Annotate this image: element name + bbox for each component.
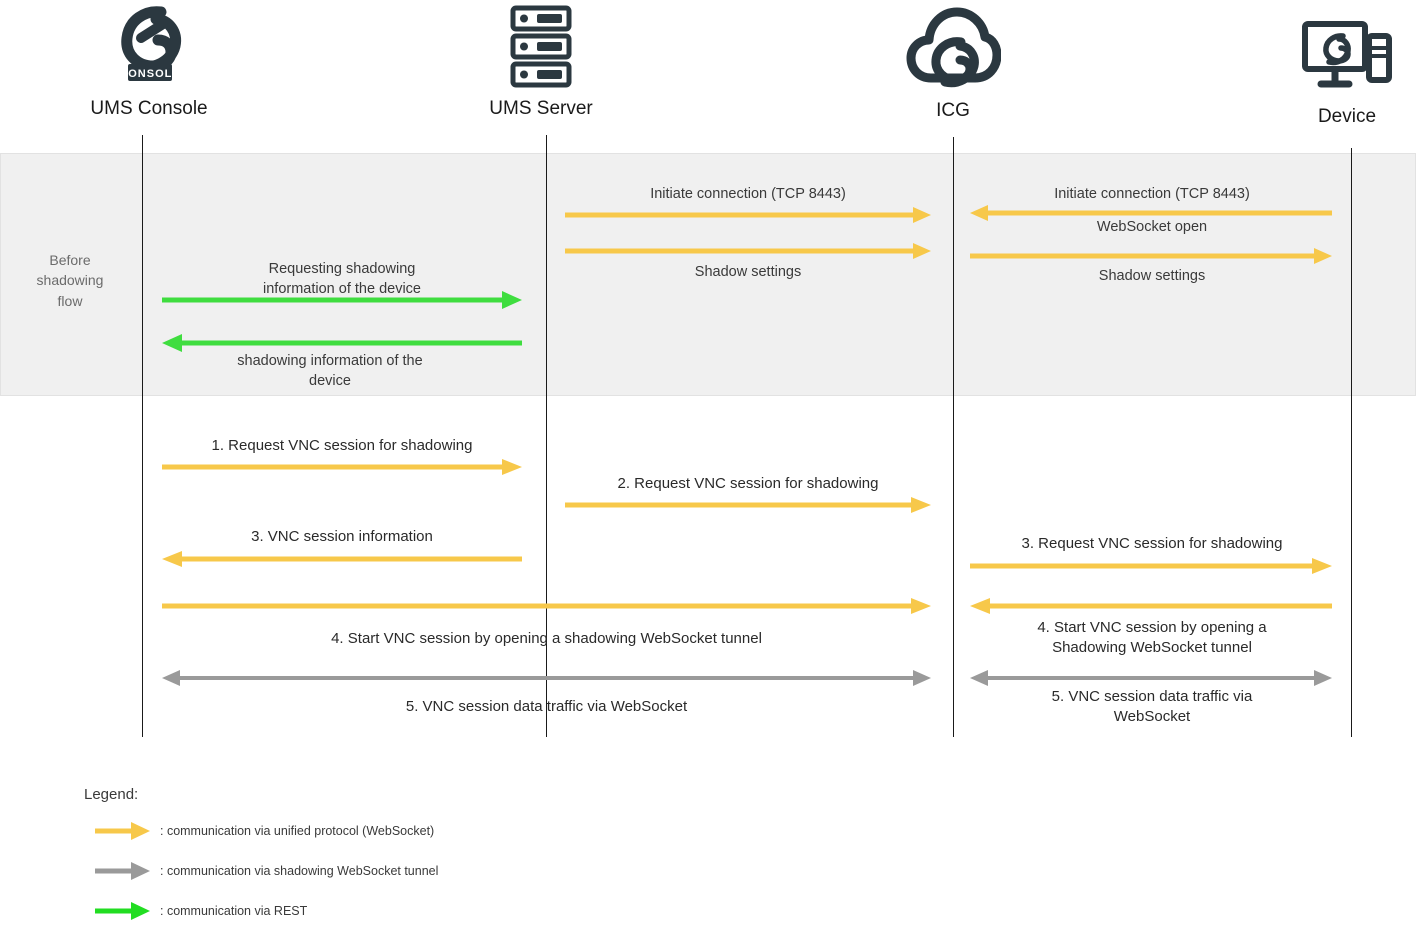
actor-label: Device bbox=[1317, 106, 1377, 127]
message-arrow-m14 bbox=[162, 668, 931, 690]
message-caption-m14: 5. VNC session data traffic via WebSocke… bbox=[405, 698, 688, 715]
actor-ums-console: CONSOLE UMS Console bbox=[29, 4, 269, 118]
actor-ums-server: UMS Server bbox=[421, 2, 661, 118]
actor-label: ICG bbox=[936, 100, 970, 121]
actor-label: UMS Server bbox=[489, 98, 593, 119]
message-arrow-m13 bbox=[970, 596, 1332, 618]
message-caption-m3: Initiate connection (TCP 8443) bbox=[1054, 186, 1250, 202]
message-arrow-m11 bbox=[970, 556, 1332, 578]
band-label-line: Before bbox=[49, 252, 91, 268]
legend-item-label: : communication via unified protocol (We… bbox=[160, 824, 435, 838]
lifeline-ums-server bbox=[546, 135, 547, 737]
legend-title: Legend: bbox=[84, 786, 139, 803]
before-shadowing-flow-band bbox=[0, 153, 1416, 396]
message-arrow-m1 bbox=[565, 205, 931, 227]
actor-label: UMS Console bbox=[90, 98, 208, 119]
message-caption-m11: 3. Request VNC session for shadowing bbox=[1021, 535, 1283, 552]
legend-item-rest: : communication via REST bbox=[95, 901, 307, 921]
message-arrow-m3 bbox=[970, 203, 1332, 225]
message-arrow-m8 bbox=[162, 457, 522, 479]
arrow-right-icon bbox=[95, 821, 150, 841]
ums-console-logo-icon: CONSOLE bbox=[29, 4, 269, 99]
band-label-line: flow bbox=[57, 292, 83, 309]
lifeline-device bbox=[1351, 148, 1352, 737]
message-caption-m5: Shadow settings bbox=[1098, 268, 1206, 284]
message-caption-m10: 3. VNC session information bbox=[251, 528, 433, 545]
actor-device: Device bbox=[1227, 14, 1421, 126]
message-arrow-m10 bbox=[162, 549, 522, 571]
legend-item-label: : communication via shadowing WebSocket … bbox=[160, 864, 439, 878]
message-arrow-m4 bbox=[970, 246, 1332, 268]
cloud-gateway-icon bbox=[833, 4, 1073, 101]
legend-item-label: : communication via REST bbox=[160, 904, 308, 918]
arrow-right-icon bbox=[95, 861, 150, 881]
arrow-right-icon bbox=[95, 901, 150, 921]
band-label-line: shadowing bbox=[36, 272, 104, 289]
message-caption-m15: 5. VNC session data traffic via WebSocke… bbox=[1051, 688, 1253, 726]
lifeline-ums-console bbox=[142, 135, 143, 737]
lifeline-icg bbox=[953, 137, 954, 737]
message-arrow-m12 bbox=[162, 596, 931, 618]
message-arrow-m15 bbox=[970, 668, 1332, 690]
actor-icg: ICG bbox=[833, 4, 1073, 120]
legend-item-shadowing-tunnel: : communication via shadowing WebSocket … bbox=[95, 861, 438, 881]
message-caption-m4: WebSocket open bbox=[1096, 219, 1208, 235]
message-caption-m13: 4. Start VNC session by opening a Shadow… bbox=[1037, 619, 1267, 657]
message-caption-m9: 2. Request VNC session for shadowing bbox=[617, 475, 879, 492]
desktop-device-icon bbox=[1227, 14, 1421, 107]
legend-item-unified-protocol: : communication via unified protocol (We… bbox=[95, 821, 434, 841]
server-rack-icon bbox=[421, 2, 661, 99]
message-caption-m1: Initiate connection (TCP 8443) bbox=[650, 186, 846, 202]
message-caption-m2: Shadow settings bbox=[694, 264, 802, 280]
message-caption-m7: shadowing information of the device bbox=[237, 353, 423, 389]
message-caption-m12: 4. Start VNC session by opening a shadow… bbox=[331, 630, 762, 647]
band-label: Before shadowing flow bbox=[6, 250, 134, 311]
message-arrow-m7 bbox=[162, 333, 522, 355]
message-caption-m6: Requesting shadowing information of the … bbox=[263, 261, 421, 297]
message-caption-m8: 1. Request VNC session for shadowing bbox=[211, 437, 473, 454]
message-arrow-m6 bbox=[162, 290, 522, 312]
message-arrow-m2 bbox=[565, 241, 931, 263]
message-arrow-m9 bbox=[565, 495, 931, 517]
svg-text:CONSOLE: CONSOLE bbox=[119, 68, 180, 80]
